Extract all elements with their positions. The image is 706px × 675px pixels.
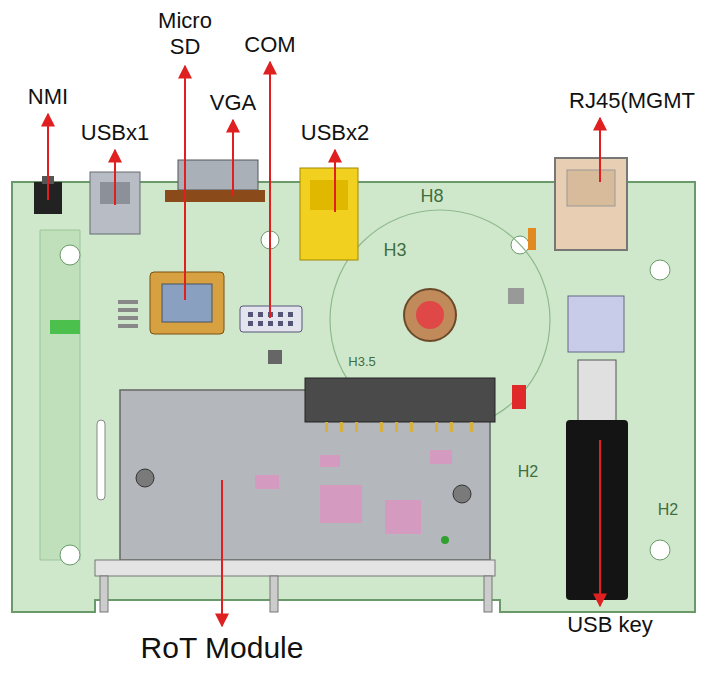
port-label: Micro SD <box>150 8 220 61</box>
card-rail <box>270 576 278 612</box>
led <box>512 385 526 409</box>
led <box>528 228 536 250</box>
pin-header <box>325 422 473 432</box>
chip <box>320 485 362 523</box>
module-label: RoT Module <box>141 630 304 666</box>
port-label: USBx2 <box>301 120 369 146</box>
chip <box>268 350 282 364</box>
port-label: USB key <box>567 612 653 638</box>
silkscreen-label: H2 <box>518 462 538 481</box>
leader-line <box>48 62 600 626</box>
pin-header <box>305 378 495 422</box>
usb-key <box>578 360 616 422</box>
mount-hole <box>60 245 80 265</box>
silkscreen-label: H3.5 <box>348 354 375 370</box>
resistor-array <box>118 300 138 328</box>
port-label: NMI <box>28 84 68 110</box>
chip <box>255 475 279 489</box>
chip <box>320 455 340 467</box>
card-rail <box>100 576 108 612</box>
silkscreen-label: H3 <box>383 240 406 262</box>
usb-port <box>310 180 348 210</box>
board-area <box>40 230 80 560</box>
usb-key <box>566 420 628 600</box>
usb-port <box>300 168 358 260</box>
microsd-slot <box>150 272 224 334</box>
vga-connector <box>165 190 265 202</box>
port-label: VGA <box>210 90 256 116</box>
chip <box>430 450 452 464</box>
rj45-port <box>555 158 627 250</box>
led <box>441 536 449 544</box>
vga-connector <box>178 160 258 190</box>
port-label: USBx1 <box>81 120 149 146</box>
port-label: RJ45(MGMT <box>569 88 695 114</box>
screw <box>453 485 471 503</box>
screw <box>136 469 154 487</box>
chip <box>508 288 524 304</box>
mount-hole <box>650 260 670 280</box>
chip <box>385 500 421 534</box>
mount-hole <box>650 540 670 560</box>
microsd-slot <box>162 284 212 322</box>
card-rail <box>95 560 495 576</box>
slot <box>97 420 105 500</box>
silkscreen-label: H8 <box>420 186 443 208</box>
rj45-port <box>567 170 615 206</box>
usb-port <box>568 296 624 352</box>
silkscreen-label: H2 <box>658 500 678 519</box>
card-rail <box>484 576 492 612</box>
connector <box>50 320 80 334</box>
mount-hole <box>60 545 80 565</box>
button <box>404 289 456 341</box>
button <box>416 301 444 329</box>
port-label: COM <box>244 32 295 58</box>
